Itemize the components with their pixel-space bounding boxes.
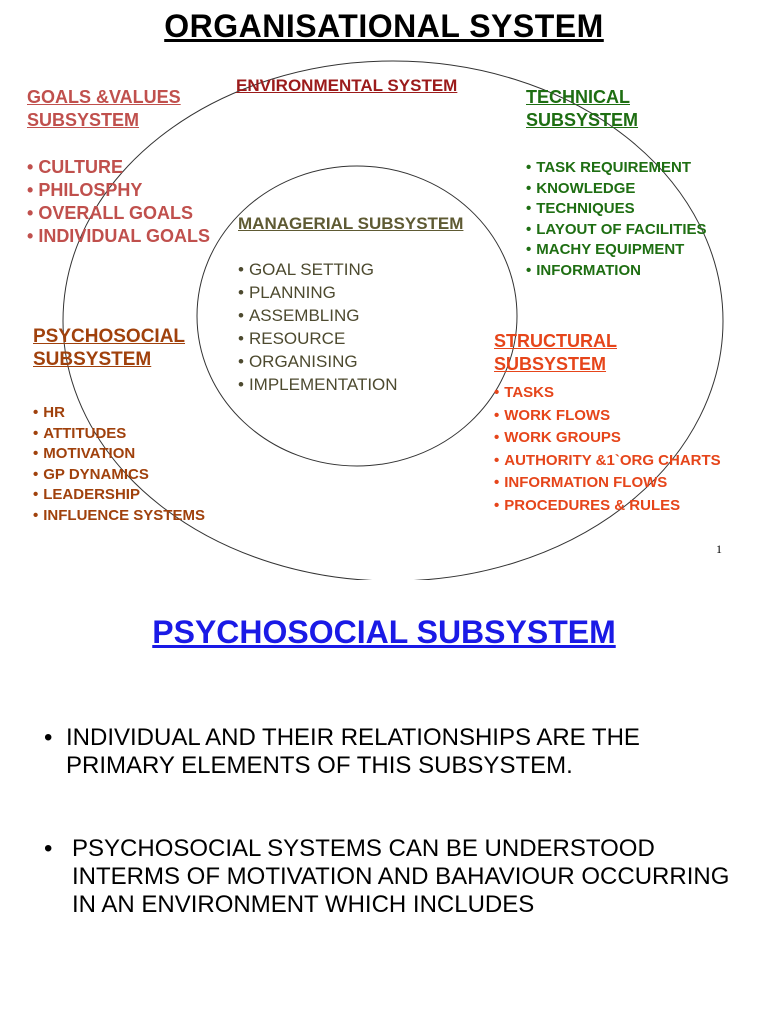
psychosocial-bullet-list: • INDIVIDUAL AND THEIR RELATIONSHIPS ARE… — [44, 724, 744, 919]
list-item: INFORMATION — [526, 261, 736, 282]
list-item: AUTHORITY &1`ORG CHARTS — [494, 450, 724, 473]
structural-heading: STRUCTURAL SUBSYSTEM — [494, 330, 617, 376]
list-item: TECHNIQUES — [526, 199, 736, 220]
list-item: HR — [33, 403, 205, 424]
list-item: MACHY EQUIPMENT — [526, 240, 736, 261]
technical-heading-line1: TECHNICAL — [526, 87, 630, 107]
goals-values-list: CULTURE PHILOSPHY OVERALL GOALS INDIVIDU… — [27, 156, 210, 248]
list-item: LAYOUT OF FACILITIES — [526, 220, 736, 241]
list-item: • PSYCHOSOCIAL SYSTEMS CAN BE UNDERSTOOD… — [44, 835, 744, 919]
list-item: INFLUENCE SYSTEMS — [33, 506, 205, 527]
managerial-subsystem-circle — [196, 165, 518, 467]
psychosocial-heading: PSYCHOSOCIAL SUBSYSTEM — [33, 325, 185, 371]
list-item: INDIVIDUAL GOALS — [27, 225, 210, 248]
bullet-icon: • — [44, 835, 53, 862]
structural-heading-line1: STRUCTURAL — [494, 331, 617, 351]
list-item: GOAL SETTING — [238, 258, 398, 281]
list-item: PROCEDURES & RULES — [494, 495, 724, 518]
environmental-system-label: ENVIRONMENTAL SYSTEM — [236, 76, 458, 95]
managerial-list: GOAL SETTING PLANNING ASSEMBLING RESOURC… — [238, 258, 398, 396]
bullet-text: PSYCHOSOCIAL SYSTEMS CAN BE UNDERSTOOD I… — [72, 835, 730, 918]
psychosocial-heading-line1: PSYCHOSOCIAL — [33, 326, 186, 347]
list-item: ASSEMBLING — [238, 304, 398, 327]
list-item: ORGANISING — [238, 350, 398, 373]
list-item: TASK REQUIREMENT — [526, 158, 736, 179]
goals-heading-line1: GOALS &VALUES — [27, 87, 181, 107]
list-item: MOTIVATION — [33, 444, 205, 465]
bullet-icon: • — [44, 724, 53, 751]
environmental-system-ellipse — [62, 60, 724, 580]
list-item: IMPLEMENTATION — [238, 373, 398, 396]
list-item: CULTURE — [27, 156, 210, 179]
psychosocial-slide-title: PSYCHOSOCIAL SUBSYSTEM — [152, 614, 616, 650]
technical-heading: TECHNICAL SUBSYSTEM — [526, 86, 638, 132]
bullet-text: INDIVIDUAL AND THEIR RELATIONSHIPS ARE T… — [66, 724, 640, 779]
list-item: ATTITUDES — [33, 424, 205, 445]
list-item: KNOWLEDGE — [526, 179, 736, 200]
structural-list: TASKS WORK FLOWS WORK GROUPS AUTHORITY &… — [494, 382, 724, 517]
goals-heading-line2: SUBSYSTEM — [27, 110, 140, 130]
psychosocial-list: HR ATTITUDES MOTIVATION GP DYNAMICS LEAD… — [33, 403, 205, 526]
managerial-heading: MANAGERIAL SUBSYSTEM — [238, 214, 464, 233]
slide-title: ORGANISATIONAL SYSTEM — [164, 8, 604, 44]
technical-heading-line2: SUBSYSTEM — [526, 110, 639, 130]
list-item: TASKS — [494, 382, 724, 405]
list-item: PHILOSPHY — [27, 179, 210, 202]
list-item: OVERALL GOALS — [27, 202, 210, 225]
structural-heading-line2: SUBSYSTEM — [494, 354, 607, 374]
goals-values-heading: GOALS &VALUES SUBSYSTEM — [27, 86, 181, 132]
system-diagram — [62, 60, 724, 580]
list-item: PLANNING — [238, 281, 398, 304]
page-number: 1 — [716, 542, 722, 556]
technical-list: TASK REQUIREMENT KNOWLEDGE TECHNIQUES LA… — [526, 158, 736, 281]
list-item: GP DYNAMICS — [33, 465, 205, 486]
list-item: • INDIVIDUAL AND THEIR RELATIONSHIPS ARE… — [44, 724, 744, 780]
list-item: WORK GROUPS — [494, 427, 724, 450]
list-item: WORK FLOWS — [494, 405, 724, 428]
list-item: INFORMATION FLOWS — [494, 472, 724, 495]
list-item: RESOURCE — [238, 327, 398, 350]
psychosocial-heading-line2: SUBSYSTEM — [33, 349, 152, 370]
list-item: LEADERSHIP — [33, 485, 205, 506]
